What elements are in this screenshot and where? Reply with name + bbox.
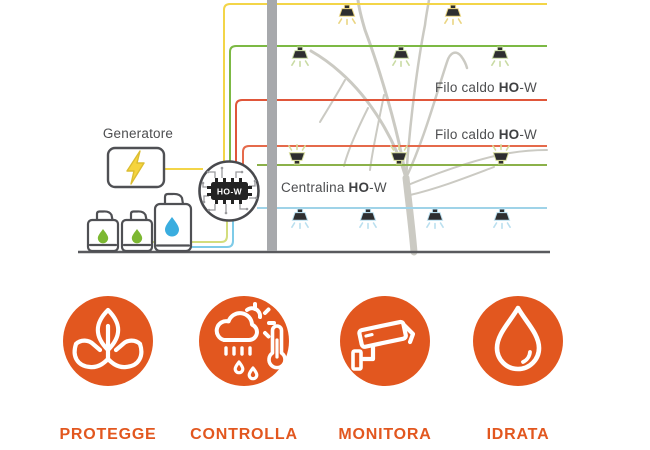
sprinkler-icon — [291, 46, 309, 67]
weather-control-icon — [214, 302, 287, 381]
hot-wire-red-1 — [235, 99, 547, 172]
irrigation-line-green-top — [229, 45, 547, 169]
sprinkler-icon — [359, 208, 377, 229]
label-text-bold: HO — [498, 80, 520, 95]
control-unit-label: Centralina HO-W — [281, 180, 431, 195]
sprinkler-icon — [491, 46, 509, 67]
small-tank — [86, 210, 120, 253]
label-text: Centralina — [281, 180, 349, 195]
label-text: -W — [519, 127, 537, 142]
feature-circle — [63, 296, 153, 386]
feature-circle — [473, 296, 563, 386]
green-drop-icon — [131, 229, 143, 244]
label-text: Filo caldo — [434, 127, 499, 142]
label-text-bold: HO — [348, 180, 370, 195]
sprinkler-icon — [291, 208, 309, 229]
feature-protegge: PROTEGGE — [38, 296, 178, 444]
sprinkler-icon — [288, 144, 306, 165]
blue-drop-icon — [165, 217, 179, 237]
support-pole — [267, 0, 277, 251]
feature-idrata: IDRATA — [448, 296, 588, 444]
small-tank — [120, 210, 154, 253]
irrigation-line-yellow — [223, 3, 547, 166]
sprinkler-icon — [492, 144, 510, 165]
water-drop-icon — [494, 305, 542, 372]
tank-feed-lime — [147, 218, 228, 243]
sprinkler-icon — [392, 46, 410, 67]
tank-feed-blue — [191, 220, 234, 248]
feature-label: IDRATA — [486, 426, 550, 443]
label-text-bold: HO — [498, 127, 520, 142]
label-text: -W — [369, 180, 387, 195]
lightning-bolt-icon — [126, 150, 145, 185]
sprinkler-icon — [426, 208, 444, 229]
feature-badges: PROTEGGE CONTROLLA — [0, 296, 650, 450]
feature-controlla: CONTROLLA — [174, 296, 314, 444]
generator — [106, 146, 166, 189]
label-text: Filo caldo — [434, 80, 499, 95]
feature-label: PROTEGGE — [59, 426, 157, 443]
control-unit-chip: HO-W — [198, 160, 260, 222]
hot-wire-label-2: Filo caldo HO-W — [400, 127, 537, 142]
chip-label: HO-W — [217, 187, 243, 197]
hot-wire-red-2 — [242, 145, 547, 176]
feature-circle — [340, 296, 430, 386]
label-text: -W — [519, 80, 537, 95]
feature-monitora: MONITORA — [315, 296, 455, 444]
hands-leaf-icon — [72, 307, 144, 370]
sprinkler-icon — [444, 4, 462, 26]
tanks — [86, 192, 193, 253]
feature-label: MONITORA — [338, 426, 432, 443]
camera-icon — [351, 319, 416, 371]
feature-label: CONTROLLA — [190, 426, 298, 443]
green-drop-icon — [97, 229, 109, 244]
large-water-tank — [153, 192, 193, 253]
hot-wire-label-1: Filo caldo HO-W — [400, 80, 537, 95]
sprinkler-icon — [338, 4, 356, 26]
feature-circle — [199, 296, 289, 386]
sprinkler-icon — [493, 208, 511, 229]
irrigation-system-diagram: HO-W — [78, 0, 550, 256]
generator-label: Generatore — [102, 126, 174, 141]
